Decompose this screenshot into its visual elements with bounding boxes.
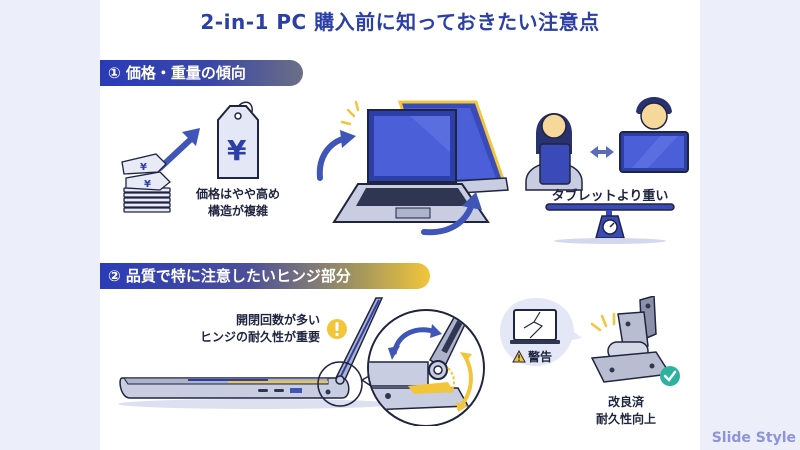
- hinge-caption: 開閉回数が多い ヒンジの耐久性が重要: [160, 312, 320, 346]
- watermark: Slide Style: [711, 430, 796, 446]
- warning-label: 警告: [512, 348, 552, 364]
- price-caption-line2: 構造が複雑: [207, 204, 268, 218]
- price-caption-line1: 価格はやや高め: [195, 187, 280, 201]
- hinge-caption-line2: ヒンジの耐久性が重要: [199, 330, 320, 344]
- weight-caption: タブレットより重い: [551, 189, 669, 204]
- svg-text:¥: ¥: [144, 179, 151, 190]
- improved-hinge-illustration: [590, 296, 680, 386]
- check-icon: [660, 366, 680, 386]
- section2-header: ② 品質で特に注意したいヒンジ部分: [100, 263, 430, 289]
- improved-caption: 改良済 耐久性向上: [578, 394, 674, 428]
- broken-screen-warning-illustration: [500, 298, 582, 366]
- hinge-caption-line1: 開閉回数が多い: [235, 313, 320, 327]
- slide: 2-in-1 PC 購入前に知っておきたい注意点 ① 価格・重量の傾向 ¥ ¥ …: [100, 0, 700, 450]
- weight-comparison-illustration: [525, 97, 689, 244]
- svg-text:¥: ¥: [140, 162, 147, 173]
- exclamation-icon: [327, 319, 347, 339]
- laptop-hinge-illustration: [118, 297, 485, 426]
- price-caption: 価格はやや高め 構造が複雑: [178, 186, 298, 220]
- improved-caption-line1: 改良済: [607, 395, 644, 409]
- warning-icon: [512, 349, 526, 362]
- section1-header: ① 価格・重量の傾向: [100, 60, 303, 86]
- convertible-laptop-icon: [316, 100, 509, 236]
- slide-title: 2-in-1 PC 購入前に知っておきたい注意点: [200, 10, 600, 34]
- price-tag-icon: ¥: [217, 101, 259, 179]
- svg-text:¥: ¥: [227, 134, 247, 167]
- improved-caption-line2: 耐久性向上: [595, 412, 656, 426]
- warning-text: 警告: [528, 349, 553, 364]
- yen-price-tag-icon: ¥ ¥: [121, 128, 200, 213]
